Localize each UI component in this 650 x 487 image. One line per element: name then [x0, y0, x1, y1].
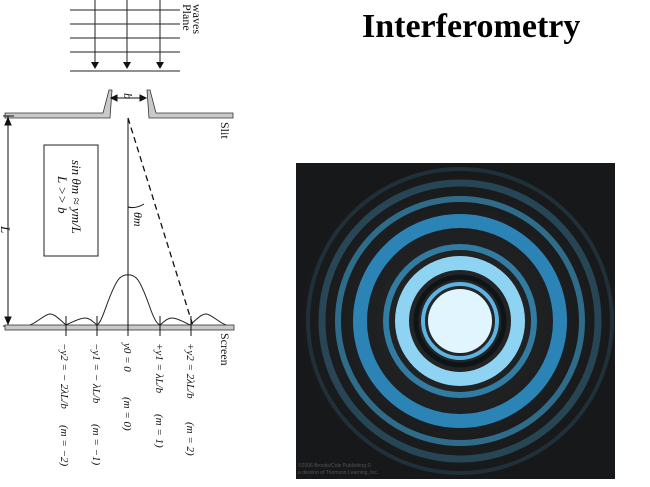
- diffraction-ray: [127, 117, 194, 327]
- order-m2-above: (m = 2): [184, 422, 196, 456]
- order-m1-above: (m = 1): [153, 414, 165, 448]
- slit-label: Slit: [218, 122, 232, 139]
- plane-waves-label-2: waves: [190, 4, 204, 34]
- order-m1-below: (m = −1): [90, 424, 102, 465]
- position-m2-above: +y2 = 2λL/b: [184, 343, 196, 399]
- wave-arrows: [91, 62, 164, 69]
- formula-box: [43, 144, 99, 257]
- slit-width-arrow: [109, 94, 148, 102]
- slit-barrier: [4, 89, 234, 119]
- screen-bar: [4, 324, 235, 331]
- screen-label: Screen: [218, 333, 232, 366]
- distance-arrow: [3, 115, 14, 327]
- plane-waves-label: Plane: [180, 4, 194, 31]
- single-slit-diagram: Plane waves Slit b L sin θm ≈ ym/L L >> …: [0, 0, 235, 466]
- order-m2-below: (m = −2): [58, 425, 70, 466]
- central-spot-halo: [421, 282, 499, 360]
- plane-waves-grid: [70, 0, 180, 72]
- slide-title: Interferometry: [362, 8, 581, 45]
- position-m1-below: −y1 = − λL/b: [90, 343, 102, 404]
- diffraction-rings: [306, 167, 614, 475]
- central-bright-spot: [428, 289, 492, 353]
- photo-credit-line2: a division of Thomson Learning, Inc.: [298, 470, 378, 476]
- formula-approx: sin θm ≈ ym/L: [69, 160, 84, 234]
- angle-label: θm: [131, 212, 145, 227]
- formula-condition: L >> b: [55, 175, 70, 214]
- position-m2-below: −y2 = − 2λL/b: [58, 343, 70, 409]
- distance-label: L: [0, 225, 13, 233]
- angle-arc: [127, 203, 145, 209]
- position-m1-above: +y1 = λL/b: [153, 343, 165, 394]
- order-m0: (m = 0): [121, 397, 133, 431]
- fringe-ticks: [65, 316, 192, 336]
- diffraction-pattern-photo: ©2006 Brooks/Cole Publishing © a divisio…: [296, 163, 615, 479]
- position-m0: y0 = 0: [121, 342, 133, 372]
- photo-credit-line1: ©2006 Brooks/Cole Publishing ©: [298, 462, 371, 469]
- slit-width-label: b: [121, 93, 135, 99]
